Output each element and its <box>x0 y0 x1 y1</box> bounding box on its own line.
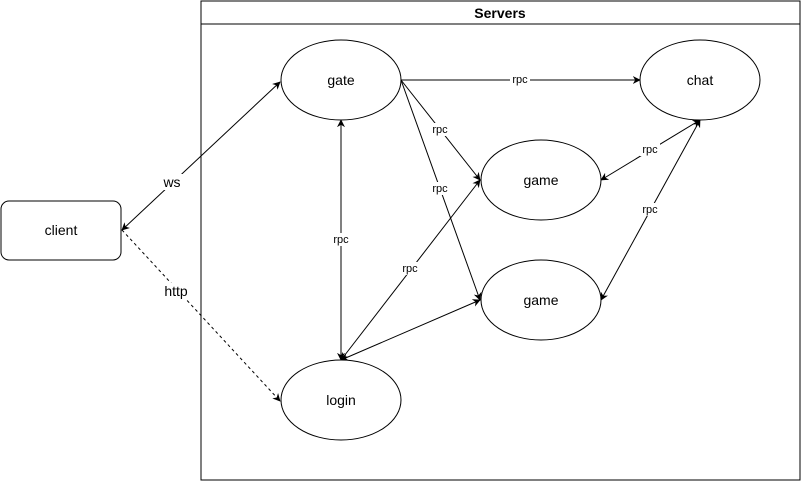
edge-label-login-game1: rpc <box>402 263 418 275</box>
node-game-1-label: game <box>523 172 558 188</box>
edge-client-gate <box>121 81 281 231</box>
edge-label-http: http <box>164 283 188 299</box>
node-chat: chat <box>639 39 761 121</box>
node-game-1: game <box>480 139 602 221</box>
edge-label-gate-game1: rpc <box>432 124 448 136</box>
node-gate: gate <box>280 39 402 121</box>
servers-title: Servers <box>474 5 526 21</box>
node-game-2: game <box>480 259 602 341</box>
edge-label-gate-chat: rpc <box>512 74 528 86</box>
node-client-label: client <box>45 222 78 238</box>
edge-client-login <box>121 229 281 402</box>
edge-label-gate-login: rpc <box>333 234 349 246</box>
node-login-label: login <box>326 392 356 408</box>
node-game-2-label: game <box>523 292 558 308</box>
edge-label-ws: ws <box>162 174 180 190</box>
node-login: login <box>280 359 402 441</box>
node-chat-label: chat <box>687 72 714 88</box>
edge-login-game2 <box>340 299 481 361</box>
edge-label-gate-game2: rpc <box>432 183 448 195</box>
edge-label-chat-game2: rpc <box>642 204 658 216</box>
node-client: client <box>0 200 122 261</box>
edge-labels: ws http rpc rpc rpc rpc rpc rpc rpc <box>160 73 660 299</box>
edge-label-chat-game1: rpc <box>642 144 658 156</box>
node-gate-label: gate <box>327 72 354 88</box>
